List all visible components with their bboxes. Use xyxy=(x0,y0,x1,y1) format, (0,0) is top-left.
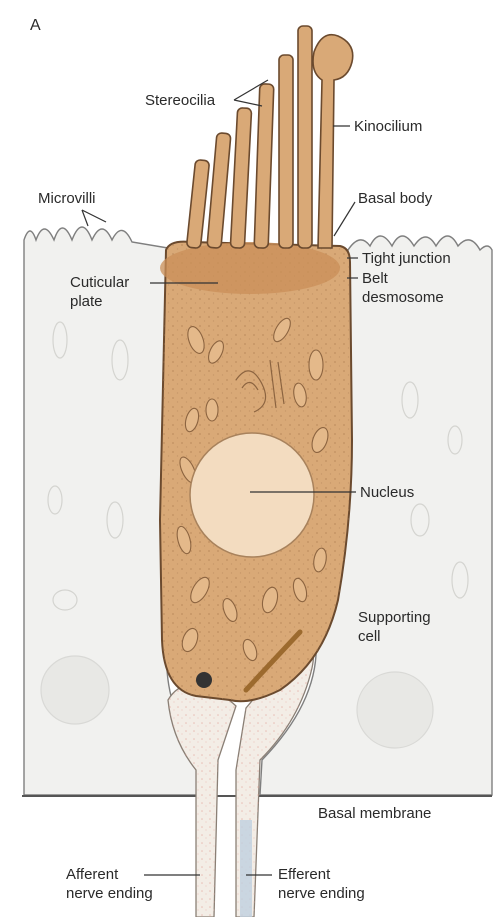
label-supporting-cell-line1: Supporting xyxy=(358,609,431,626)
label-supporting-cell-line2: cell xyxy=(358,628,381,645)
label-stereocilia: Stereocilia xyxy=(145,92,216,109)
label-afferent-line2: nerve ending xyxy=(66,885,153,902)
stereocilium-1 xyxy=(186,160,209,249)
label-nucleus: Nucleus xyxy=(360,484,414,501)
stereocilium-3 xyxy=(230,108,251,249)
stereocilium-6 xyxy=(298,26,312,248)
stereocilium-2 xyxy=(207,133,231,249)
hair-cell xyxy=(160,242,352,702)
label-cuticular-plate-line2: plate xyxy=(70,293,103,310)
afferent-fill-dots xyxy=(168,686,236,917)
label-efferent-line2: nerve ending xyxy=(278,885,365,902)
label-afferent-line1: Afferent xyxy=(66,866,119,883)
label-tight-junction: Tight junction xyxy=(362,250,451,267)
efferent-fiber-highlight xyxy=(240,820,252,917)
label-belt-desmosome-line2: desmosome xyxy=(362,289,444,306)
stereocilium-5 xyxy=(279,55,293,248)
stereocilium-4 xyxy=(254,84,274,248)
label-belt-desmosome-line1: Belt xyxy=(362,270,389,287)
label-basal-body: Basal body xyxy=(358,190,433,207)
cuticular-plate xyxy=(160,242,340,294)
label-microvilli: Microvilli xyxy=(38,190,96,207)
label-basal-membrane: Basal membrane xyxy=(318,805,431,822)
label-kinocilium: Kinocilium xyxy=(354,118,422,135)
label-cuticular-plate-line1: Cuticular xyxy=(70,274,129,291)
synaptic-body xyxy=(196,672,212,688)
nucleus xyxy=(190,433,314,557)
label-efferent-line1: Efferent xyxy=(278,866,331,883)
panel-letter: A xyxy=(30,17,41,34)
stereocilia-bundle xyxy=(186,26,352,248)
